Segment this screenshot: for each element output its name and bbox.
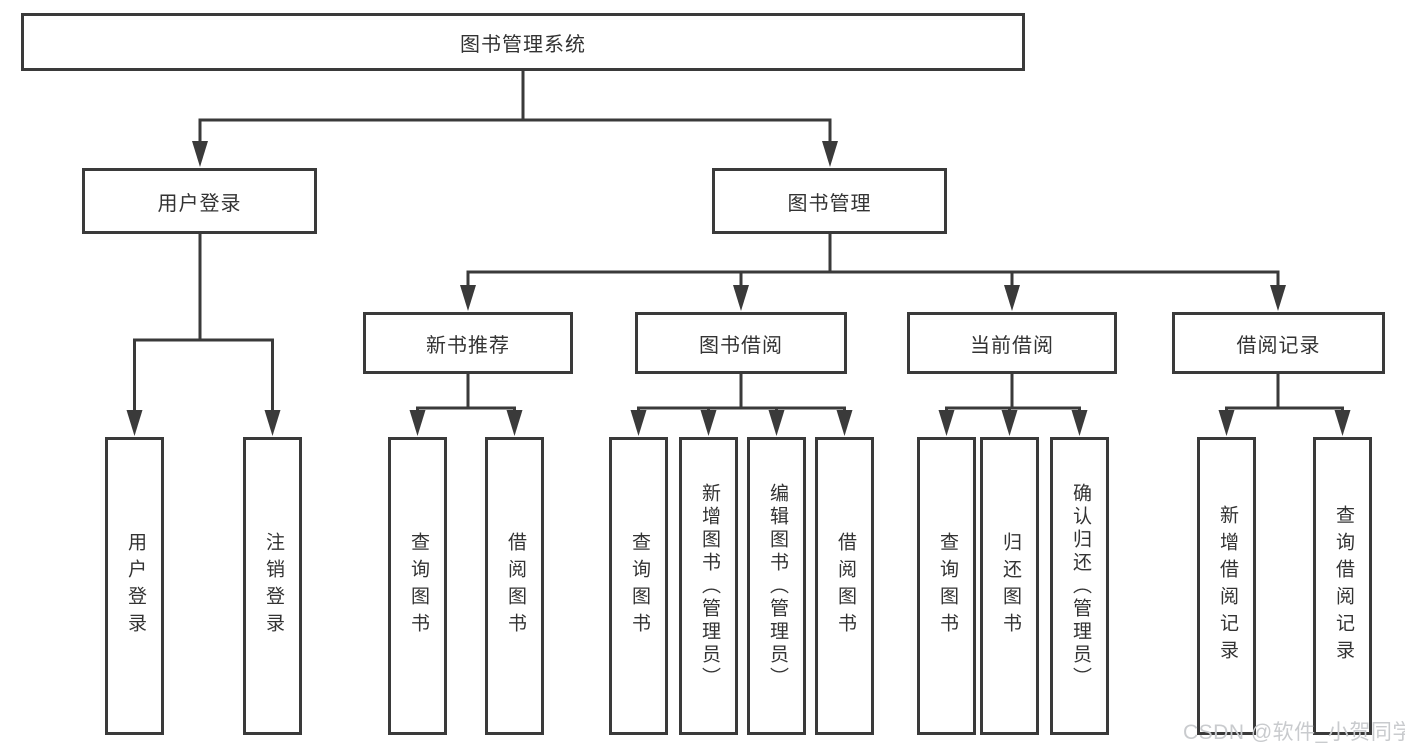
leaf-label: 查询借阅记录 bbox=[1332, 505, 1354, 667]
leaf-label: 借阅图书 bbox=[834, 532, 856, 640]
leaf-edit-books-admin: 编辑图书（管理员） bbox=[747, 437, 806, 735]
leaf-label: 查询图书 bbox=[407, 532, 429, 640]
node-label: 图书管理 bbox=[787, 192, 872, 215]
leaf-query-borrow-record: 查询借阅记录 bbox=[1313, 437, 1372, 735]
node-label: 借阅记录 bbox=[1236, 334, 1321, 357]
node-library-management-system: 图书管理系统 bbox=[21, 13, 1025, 71]
leaf-label: 归还图书 bbox=[999, 532, 1021, 640]
node-label: 新书推荐 bbox=[426, 334, 510, 357]
node-label: 用户登录 bbox=[157, 192, 242, 215]
leaf-borrow-books-recommend: 借阅图书 bbox=[485, 437, 544, 735]
leaf-add-borrow-record: 新增借阅记录 bbox=[1197, 437, 1256, 735]
leaf-label: 借阅图书 bbox=[504, 532, 526, 640]
leaf-label: 新增图书（管理员） bbox=[698, 482, 720, 690]
csdn-watermark: CSDN @软件_小贺同学 bbox=[1183, 721, 1405, 744]
node-new-book-recommend: 新书推荐 bbox=[363, 312, 573, 374]
leaf-label: 新增借阅记录 bbox=[1216, 505, 1238, 667]
leaf-add-books-admin: 新增图书（管理员） bbox=[679, 437, 738, 735]
node-borrow-records: 借阅记录 bbox=[1172, 312, 1385, 374]
leaf-borrow-books: 借阅图书 bbox=[815, 437, 874, 735]
node-label: 图书管理系统 bbox=[460, 33, 586, 56]
node-user-login: 用户登录 bbox=[82, 168, 317, 234]
leaf-logout: 注销登录 bbox=[243, 437, 302, 735]
leaf-query-books-current: 查询图书 bbox=[917, 437, 976, 735]
leaf-label: 查询图书 bbox=[936, 532, 958, 640]
leaf-user-login: 用户登录 bbox=[105, 437, 164, 735]
node-book-borrow: 图书借阅 bbox=[635, 312, 847, 374]
leaf-query-books-recommend: 查询图书 bbox=[388, 437, 447, 735]
leaf-label: 确认归还（管理员） bbox=[1069, 482, 1091, 690]
leaf-confirm-return-admin: 确认归还（管理员） bbox=[1050, 437, 1109, 735]
node-label: 当前借阅 bbox=[970, 334, 1054, 357]
leaf-label: 注销登录 bbox=[262, 532, 284, 640]
leaf-label: 用户登录 bbox=[124, 532, 146, 640]
leaf-query-books-borrow: 查询图书 bbox=[609, 437, 668, 735]
leaf-label: 编辑图书（管理员） bbox=[766, 482, 788, 690]
node-book-management: 图书管理 bbox=[712, 168, 947, 234]
leaf-label: 查询图书 bbox=[628, 532, 650, 640]
leaf-return-books: 归还图书 bbox=[980, 437, 1039, 735]
node-label: 图书借阅 bbox=[699, 334, 783, 357]
node-current-borrow: 当前借阅 bbox=[907, 312, 1117, 374]
